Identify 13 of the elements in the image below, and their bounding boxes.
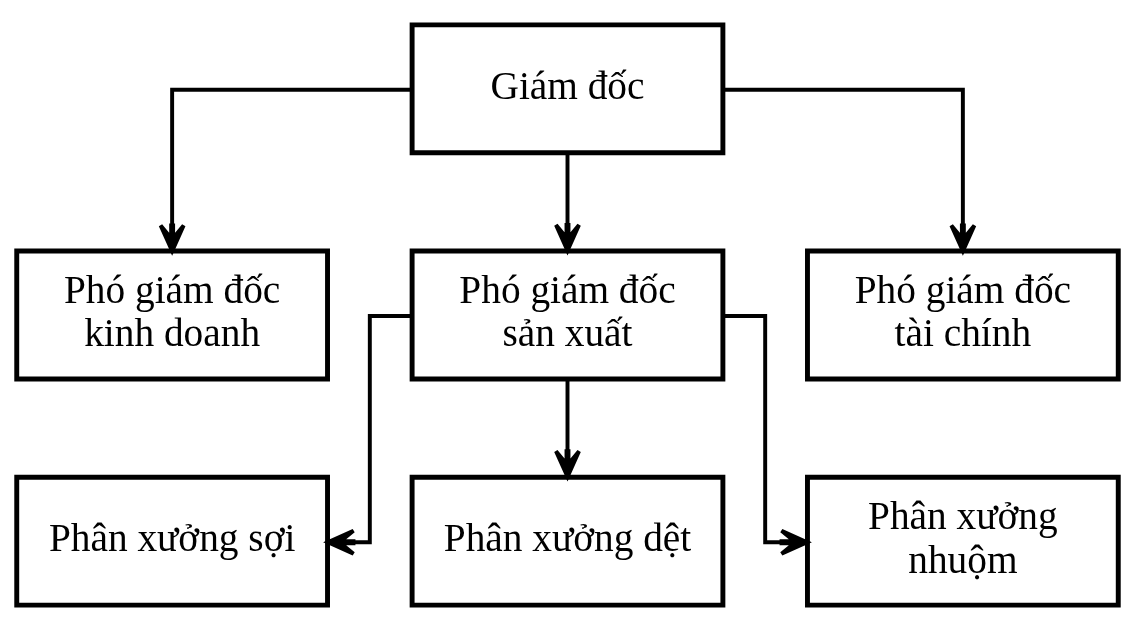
node-box: Phân xưởng sợi (14, 474, 330, 608)
node-box: Phó giám đốc sản xuất (409, 248, 726, 381)
node-box: Phân xưởng dệt (409, 474, 726, 608)
node-box: Phó giám đốc tài chính (805, 248, 1121, 381)
arrow (158, 87, 412, 253)
node-box: Phân xưởng nhuộm (805, 474, 1121, 608)
arrow (325, 313, 412, 556)
arrow (723, 87, 977, 253)
node-box: Phó giám đốc kinh doanh (14, 248, 330, 381)
arrow (554, 378, 581, 479)
arrow (723, 313, 810, 556)
node-box: Giám đốc (409, 21, 726, 155)
arrow (554, 152, 581, 253)
